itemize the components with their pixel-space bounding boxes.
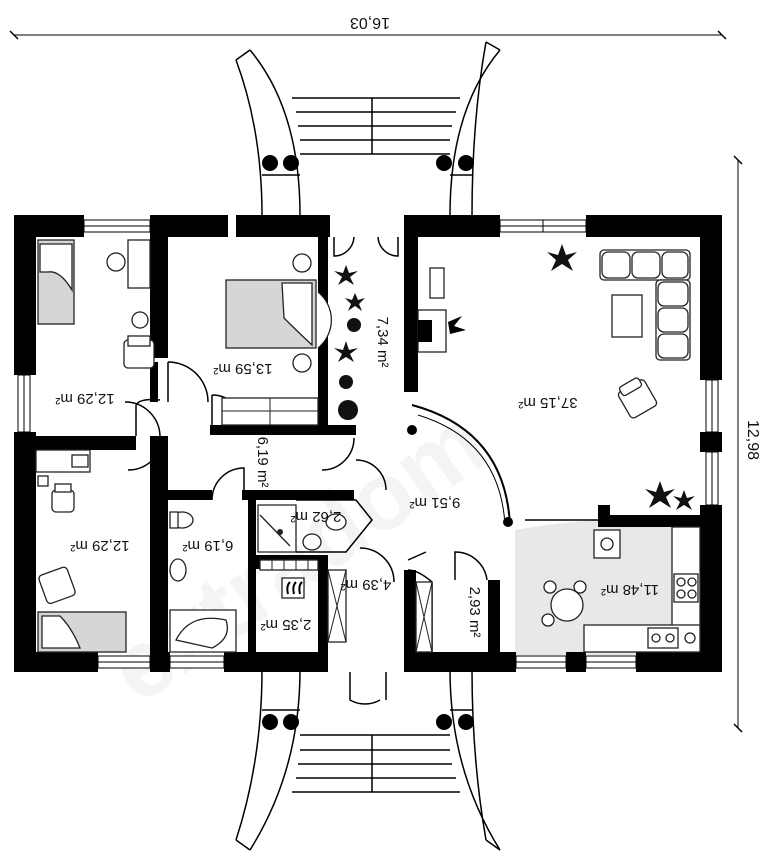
bathroom-furniture (169, 511, 237, 653)
column (283, 714, 299, 730)
bedroom-nw-furniture (37, 239, 155, 369)
column (458, 714, 474, 730)
room-area-kitchen: 11,48 m² (601, 581, 659, 598)
depth-label: 12,98 (744, 420, 761, 460)
column (262, 155, 278, 171)
entrance-wardrobe (327, 569, 433, 653)
column (458, 155, 474, 171)
room-labels: 12,29 m² 13,59 m² 7,34 m² 37,15 m² 12,29… (55, 317, 659, 638)
wc-furniture (257, 499, 373, 553)
column (436, 155, 452, 171)
room-area-bedroom-master: 13,59 m² (213, 360, 272, 377)
kitchen-furniture (541, 526, 701, 653)
room-area-hall-small: 6,19 m² (254, 437, 271, 488)
doors (124, 236, 488, 705)
room-area-boiler: 2,35 m² (261, 616, 312, 633)
room-area-bathroom: 6,19 m² (183, 537, 234, 554)
room-area-living-room: 37,15 m² (518, 394, 577, 411)
living-room-furniture (417, 244, 695, 510)
hall-curve (411, 404, 511, 526)
porch-south (235, 669, 501, 851)
room-area-closet: 2,93 m² (466, 587, 483, 638)
column (436, 714, 452, 730)
exterior-walls (14, 215, 722, 672)
room-area-bedroom-nw: 12,29 m² (55, 390, 114, 407)
room-area-entrance: 4,39 m² (341, 576, 392, 593)
room-area-bedroom-sw: 12,29 m² (70, 537, 129, 554)
bedroom-master-furniture (221, 253, 332, 426)
column (283, 155, 299, 171)
bedroom-sw-furniture (35, 449, 127, 653)
column (262, 714, 278, 730)
corridor-plants (334, 265, 365, 420)
depth-dimension: 12,98 (733, 155, 761, 733)
width-label: 16,03 (350, 14, 390, 31)
room-area-corridor: 7,34 m² (374, 317, 391, 368)
boiler-furniture (259, 559, 319, 599)
width-dimension: 16,03 (9, 14, 727, 40)
room-area-wc: 2,62 m² (291, 508, 342, 525)
kitchen-floor (515, 520, 700, 655)
porch-north (235, 41, 501, 216)
room-area-hall-main: 9,51 m² (410, 494, 461, 511)
